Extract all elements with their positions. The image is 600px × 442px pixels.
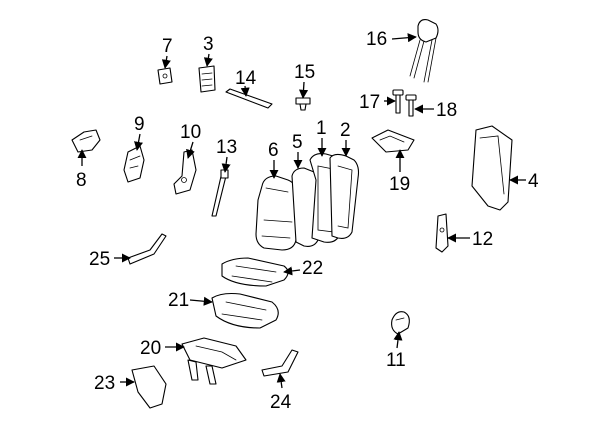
part-3-switch <box>198 65 216 93</box>
callout-2: 2 <box>340 120 351 141</box>
part-25-bar <box>127 233 167 265</box>
callout-1: 1 <box>316 118 327 139</box>
leader-14 <box>240 85 250 97</box>
leader-3 <box>203 53 213 67</box>
part-6-back-cushion <box>255 175 299 251</box>
part-10-hinge <box>173 149 197 195</box>
callout-labels: 7 3 14 15 16 17 18 8 9 10 13 6 5 1 2 19 … <box>76 29 539 413</box>
callout-13: 13 <box>216 137 237 158</box>
part-8-cover <box>71 129 101 153</box>
callout-25: 25 <box>89 249 110 270</box>
part-19-tray <box>371 129 415 153</box>
part-20-seat-frame <box>181 337 247 385</box>
part-11-knob <box>391 311 410 335</box>
callout-16: 16 <box>366 29 387 50</box>
leader-24 <box>276 373 286 389</box>
part-2-back-trim <box>329 153 360 239</box>
callout-4: 4 <box>528 171 539 192</box>
leader-22 <box>283 266 301 276</box>
part-9-bracket <box>123 145 145 183</box>
leader-7 <box>161 55 171 69</box>
leader-lines <box>77 33 526 389</box>
part-18-pin <box>405 94 417 117</box>
leader-9 <box>134 133 143 151</box>
callout-12: 12 <box>472 229 493 250</box>
callout-22: 22 <box>302 258 323 279</box>
callout-14: 14 <box>235 68 257 89</box>
part-4-panel <box>471 125 513 211</box>
leader-11 <box>393 331 403 349</box>
callout-9: 9 <box>134 114 145 135</box>
leader-21 <box>189 296 213 306</box>
callout-20: 20 <box>140 338 161 359</box>
part-24-bar <box>261 349 299 377</box>
callout-11: 11 <box>386 350 406 371</box>
callout-3: 3 <box>203 34 214 55</box>
part-16-headrest <box>409 19 439 83</box>
leader-16 <box>391 33 417 43</box>
leader-10 <box>186 141 195 159</box>
callout-19: 19 <box>389 174 410 195</box>
part-7-bracket <box>157 67 173 85</box>
leader-13 <box>221 156 231 173</box>
callout-21: 21 <box>168 290 189 311</box>
part-21-cushion-pad <box>211 292 279 329</box>
part-22-cushion-cover <box>221 257 289 287</box>
callout-7: 7 <box>162 36 173 57</box>
callout-8: 8 <box>76 170 87 191</box>
leader-15 <box>298 81 309 99</box>
callout-18: 18 <box>436 100 457 121</box>
part-17-pin <box>392 89 404 114</box>
callout-10: 10 <box>180 122 201 143</box>
part-15-fastener <box>295 97 311 111</box>
callout-23: 23 <box>94 373 115 394</box>
callout-6: 6 <box>268 140 279 161</box>
part-12-latch <box>435 213 449 253</box>
callout-24: 24 <box>270 392 292 413</box>
part-13-cable <box>211 169 229 217</box>
part-23-side-trim <box>131 365 167 409</box>
callout-17: 17 <box>359 92 380 113</box>
callout-15: 15 <box>294 62 315 83</box>
callout-5: 5 <box>292 132 303 153</box>
part-14-rod <box>225 88 273 109</box>
